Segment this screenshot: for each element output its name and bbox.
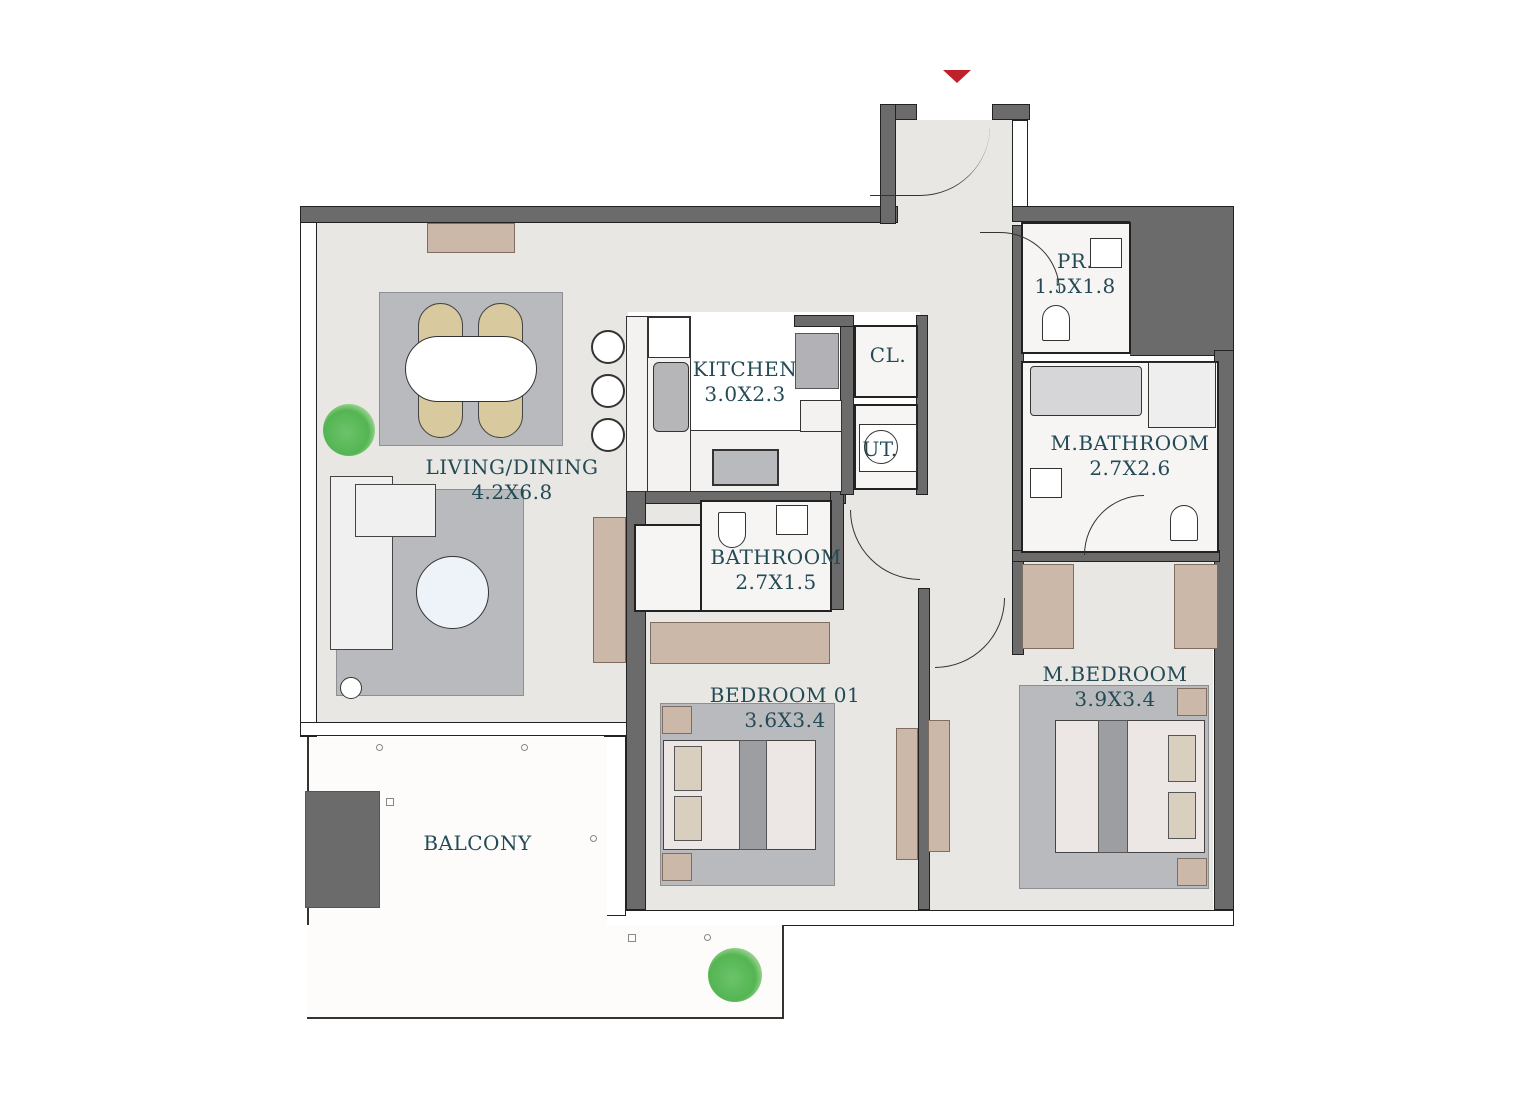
- drain-icon: [704, 934, 711, 941]
- nightstand: [662, 853, 692, 881]
- sink-icon: [653, 362, 689, 432]
- room-name: M.BATHROOM: [1050, 431, 1210, 455]
- room-name: BEDROOM 01: [709, 683, 861, 707]
- room-name: M.BEDROOM: [1042, 662, 1188, 686]
- room-size: 3.6X3.4: [744, 708, 826, 732]
- room-name: LIVING/DINING: [425, 455, 599, 479]
- kitchen-label: KITCHEN 3.0X2.3: [690, 357, 800, 407]
- bar-stool: [591, 374, 625, 408]
- shower-space: [634, 524, 702, 612]
- wall-right: [1130, 206, 1234, 356]
- living-balcony-door: [300, 722, 630, 736]
- room-size: 3.0X2.3: [704, 382, 786, 406]
- bathroom-basin-icon: [776, 505, 808, 535]
- bar-stool: [591, 330, 625, 364]
- fridge: [648, 317, 690, 358]
- tv-panel: [896, 728, 918, 860]
- drain-icon: [386, 798, 394, 806]
- bed-throw: [739, 740, 767, 850]
- sideboard: [427, 223, 515, 253]
- mbed-tv-panel: [928, 720, 950, 852]
- pillow: [1168, 792, 1196, 839]
- mbath-label: M.BATHROOM 2.7X2.6: [1040, 431, 1220, 481]
- kitchen-counter-right: [800, 400, 842, 432]
- plant-icon: [323, 404, 375, 456]
- mbed-label: M.BEDROOM 3.9X3.4: [1030, 662, 1200, 712]
- toilet-icon: [1042, 305, 1070, 341]
- entrance-arrow-icon: [943, 70, 971, 83]
- bathroom-toilet-icon: [718, 512, 746, 548]
- drain-icon: [590, 835, 597, 842]
- entry-closet-door: [1012, 120, 1028, 212]
- pillow: [674, 796, 702, 841]
- wardrobe: [650, 622, 830, 664]
- mbath-basin-icon: [1030, 468, 1062, 498]
- mbath-toilet-icon: [1170, 505, 1198, 541]
- shower: [1148, 362, 1216, 428]
- closet-label: CL.: [869, 343, 907, 367]
- pillow: [674, 746, 702, 791]
- room-size: 1.5X1.8: [1034, 274, 1116, 298]
- bedroom-window: [604, 910, 1234, 926]
- drain-icon: [376, 744, 383, 751]
- bathtub-icon: [1030, 366, 1142, 416]
- utility-label: UT.: [862, 437, 898, 461]
- sofa-chaise: [355, 484, 436, 537]
- oven: [795, 333, 839, 389]
- closet-space: [854, 325, 918, 398]
- wall-closet-top: [794, 315, 854, 327]
- living-window: [300, 222, 317, 737]
- master-bed-throw: [1098, 720, 1128, 853]
- room-name: BATHROOM: [710, 545, 842, 569]
- room-size: 2.7X1.5: [735, 570, 817, 594]
- bedroom1-label: BEDROOM 01 3.6X3.4: [700, 683, 870, 733]
- mbed-wardrobe-left: [1022, 564, 1074, 649]
- powder-label: PR. 1.5X1.8: [1030, 249, 1120, 299]
- room-size: 2.7X2.6: [1089, 456, 1171, 480]
- floor-lamp-icon: [340, 677, 362, 699]
- pillow: [1168, 735, 1196, 782]
- bathroom-label: BATHROOM 2.7X1.5: [706, 545, 846, 595]
- drain-icon: [521, 744, 528, 751]
- balcony-bench: [305, 791, 380, 908]
- living-dining-label: LIVING/DINING 4.2X6.8: [420, 455, 604, 505]
- nightstand: [662, 706, 692, 734]
- drain-icon: [628, 934, 636, 942]
- room-size: 4.2X6.8: [471, 480, 553, 504]
- room-name: PR.: [1056, 249, 1094, 273]
- balcony-label: BALCONY: [423, 831, 532, 855]
- powder-basin-icon: [1090, 238, 1122, 268]
- wall-entry-right: [992, 104, 1030, 120]
- room-name: KITCHEN: [692, 357, 798, 381]
- room-size: 3.9X3.4: [1074, 687, 1156, 711]
- nightstand: [1177, 688, 1207, 716]
- washer-drum: [864, 430, 898, 464]
- coffee-table: [416, 556, 489, 629]
- wall-top-living: [300, 206, 898, 223]
- balcony-floor-lower: [307, 925, 784, 1019]
- bedroom1-side-window: [604, 736, 626, 916]
- bar-stool: [591, 418, 625, 452]
- plant-icon: [708, 948, 762, 1002]
- mbed-wardrobe-right: [1174, 564, 1218, 649]
- wall-kitchen-right: [840, 315, 854, 495]
- dining-table: [405, 336, 537, 402]
- nightstand: [1177, 858, 1207, 886]
- tv-unit: [593, 517, 626, 663]
- cooktop-icon: [712, 449, 779, 486]
- kitchen-island: [626, 316, 648, 492]
